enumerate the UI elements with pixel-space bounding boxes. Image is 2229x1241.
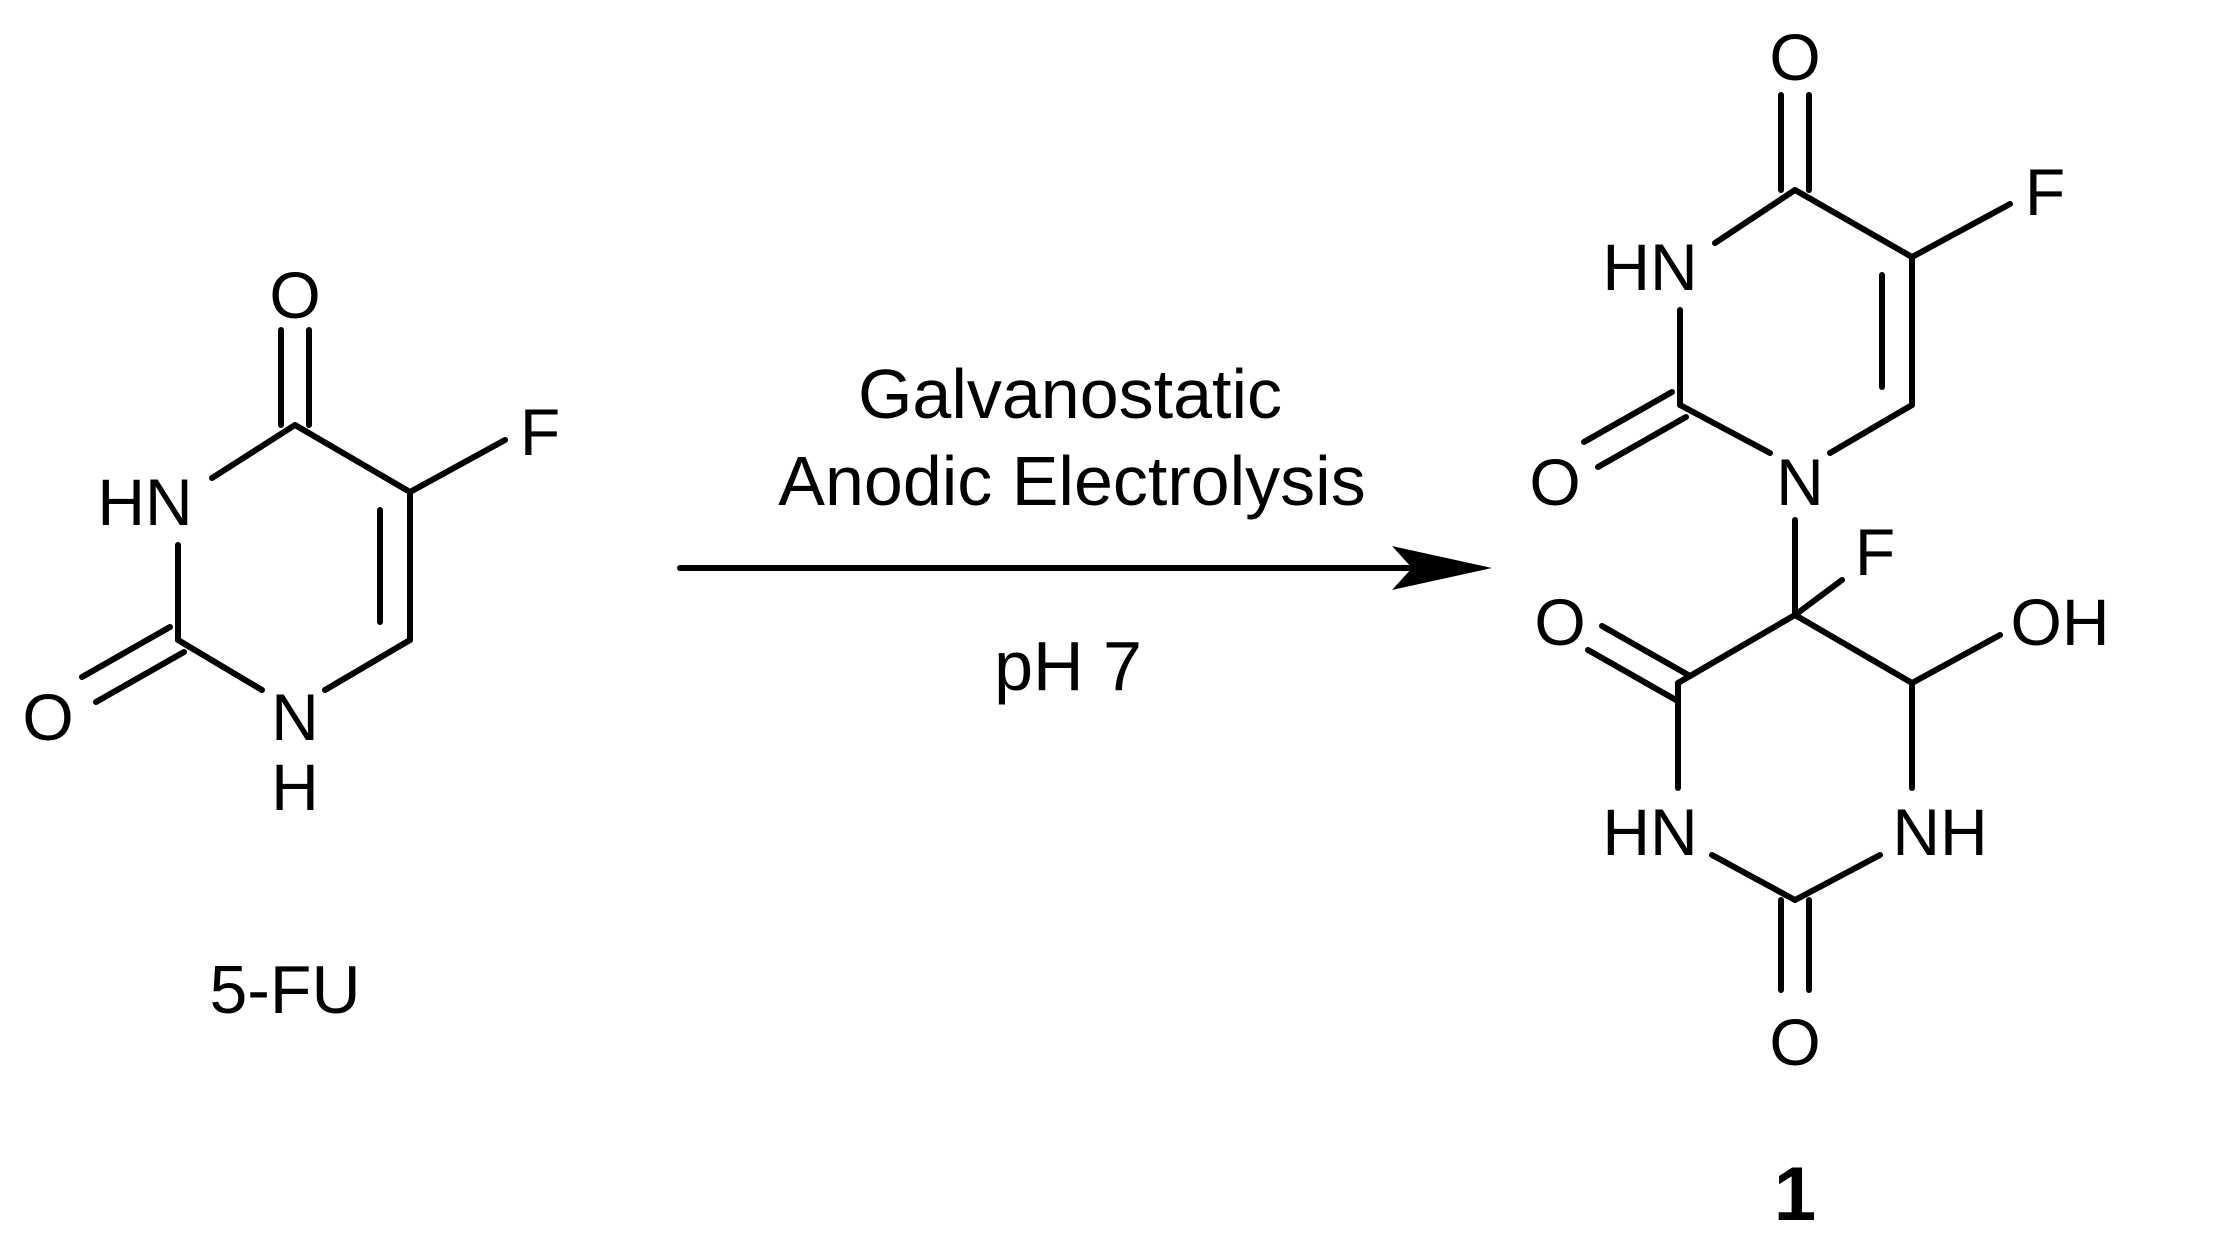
bond <box>1827 402 1915 456</box>
bond <box>79 624 173 680</box>
bond <box>209 422 298 481</box>
fluorine-atom: F <box>520 395 560 469</box>
fluorine-atom: F <box>1855 515 1895 589</box>
hydroxyl-group: OH <box>2011 585 2110 659</box>
reaction-arrow <box>677 546 1492 590</box>
bond <box>1792 612 1915 686</box>
oxygen-atom: O <box>1529 445 1580 519</box>
condition-line-2: Anodic Electrolysis <box>778 442 1365 520</box>
bond <box>1792 852 1883 903</box>
bond <box>1709 852 1798 903</box>
oxygen-atom: O <box>269 258 320 332</box>
product-1-structure: O F HN O N F O OH HN NH O <box>1529 20 2109 1079</box>
bond <box>1581 389 1675 445</box>
bond <box>1677 402 1773 456</box>
bond <box>1585 647 1679 703</box>
oxygen-atom: O <box>1769 20 1820 94</box>
nitrogen-atom: N <box>271 680 319 754</box>
bond <box>1712 187 1798 246</box>
bond <box>93 649 187 705</box>
reactant-label: 5-FU <box>209 952 360 1028</box>
nitrogen-atom: N <box>1776 445 1824 519</box>
nh-group: HN <box>1602 230 1697 304</box>
bond <box>292 422 413 495</box>
bond <box>175 637 265 693</box>
oxygen-atom: O <box>1534 585 1585 659</box>
hydrogen-atom: H <box>271 750 319 824</box>
product-label: 1 <box>1774 1152 1816 1237</box>
condition-ph: pH 7 <box>994 627 1142 705</box>
bond <box>322 637 413 693</box>
bond <box>1909 632 2003 686</box>
bond <box>1792 187 1915 260</box>
nh-group: HN <box>97 465 192 539</box>
fluorine-atom: F <box>2025 155 2065 229</box>
oxygen-atom: O <box>22 680 73 754</box>
oxygen-atom: O <box>1769 1005 1820 1079</box>
condition-line-1: Galvanostatic <box>858 355 1282 433</box>
bond <box>1595 414 1689 470</box>
nh-group: HN <box>1602 795 1697 869</box>
arrow-head <box>1392 546 1492 590</box>
bond <box>407 437 508 495</box>
nh-group: NH <box>1892 795 1987 869</box>
bond <box>1909 201 2013 260</box>
bond <box>1792 577 1845 618</box>
bond <box>1675 612 1798 686</box>
reactant-5fu-structure: O F HN O N H <box>22 258 560 824</box>
bond <box>1599 623 1693 679</box>
